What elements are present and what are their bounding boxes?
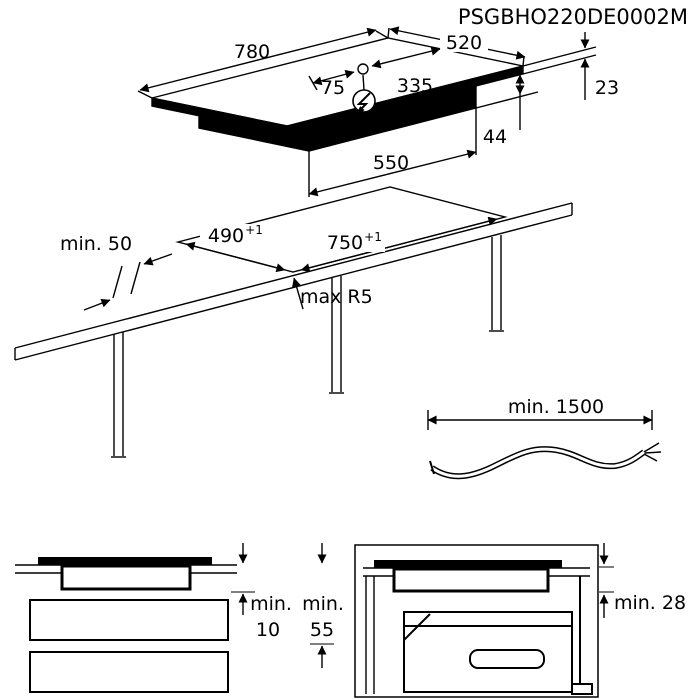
dim-hob-width: 780: [137, 27, 389, 99]
dim-corner-radius-label: max R5: [300, 286, 373, 308]
dim-corner-radius: max R5: [292, 277, 373, 310]
built-under-oven: [403, 611, 573, 693]
mains-cable-view: min. 1500: [427, 396, 662, 480]
dim-drawer-gap-label: 55: [310, 619, 334, 641]
dim-hob-gap-label: 10: [256, 619, 280, 641]
dim-hob-gap-prefix: min.: [250, 593, 292, 615]
dim-cutout-depth-tolerance: +1: [245, 223, 263, 237]
worktop-cutout-view: 490 +1 750 +1 min. 50 max R5: [14, 186, 573, 458]
dim-side-clearance-label: min. 50: [60, 233, 132, 255]
oven-foot: [571, 683, 593, 695]
dim-cutout-depth-label: 490: [208, 225, 244, 247]
dim-drawer-gap-prefix: min.: [302, 593, 344, 615]
hob-box-section: [60, 564, 192, 591]
dim-cutout-width: 750 +1: [300, 216, 498, 273]
power-connection-icon: [352, 89, 376, 115]
dim-cable-position: 75 335: [308, 46, 441, 99]
oven-view-frame: [354, 544, 599, 698]
dim-cable-length: min. 1500: [427, 396, 653, 430]
hob-isometric-view: 780 520 75 335: [137, 26, 619, 197]
dim-hob-depth-label: 520: [446, 32, 482, 54]
cabinet-left-wall: [365, 576, 375, 694]
drawer-front-lower: [29, 651, 229, 693]
drawer-clearance-section-view: min. 10 min. 55: [15, 543, 344, 693]
cable-entry-hole: [357, 63, 369, 75]
dim-drawer-gap: min. 55: [302, 543, 344, 668]
dim-cutout-width-tolerance: +1: [364, 230, 382, 244]
dim-cable-length-label: min. 1500: [508, 396, 604, 418]
dim-box-width-label: 550: [373, 152, 409, 174]
dim-cable-left-label: 75: [321, 77, 345, 99]
dim-hob-depth: 520: [387, 26, 526, 67]
dim-hob-gap: min. 10: [231, 543, 292, 641]
cable-wire-strands: [643, 442, 662, 462]
dim-cable-right-label: 335: [397, 75, 433, 97]
dim-oven-gap: min. 28: [599, 543, 686, 618]
oven-handle: [469, 649, 545, 669]
hob-box-section-2: [392, 567, 550, 593]
dim-box-width: 550: [308, 108, 477, 197]
dim-height-above-label: 23: [595, 77, 619, 99]
dim-height-below-label: 44: [483, 126, 507, 148]
dim-oven-gap-label: min. 28: [614, 592, 686, 614]
dim-height-below-worktop: 44: [475, 74, 539, 148]
oven-clearance-section-view: min. 28: [354, 543, 686, 698]
dim-cutout-width-label: 750: [327, 232, 363, 254]
dim-hob-width-label: 780: [234, 41, 270, 63]
hob-glass-section-2: [374, 560, 562, 568]
power-cable: [429, 442, 662, 480]
drawing-number: PSGBHO220DE0002M: [458, 5, 688, 29]
dim-side-clearance: min. 50: [60, 233, 173, 311]
dim-height-above-worktop: 23: [522, 32, 619, 100]
dim-cutout-depth: 490 +1: [185, 223, 286, 273]
hob-glass-section: [38, 557, 212, 565]
drawer-front-upper: [29, 599, 229, 641]
